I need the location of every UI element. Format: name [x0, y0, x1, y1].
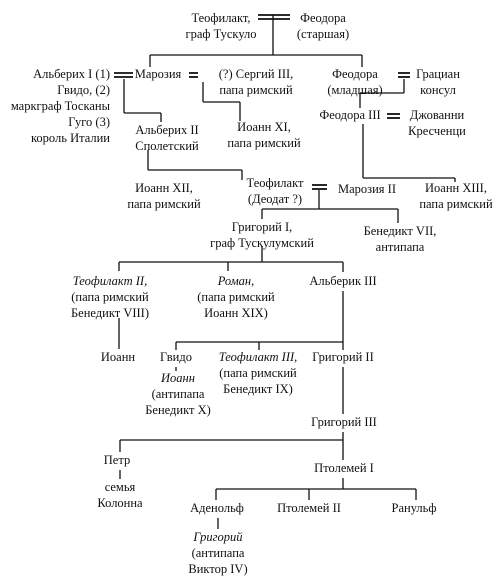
- person-alberik3: Альберик III: [309, 274, 376, 288]
- person-label-line: Бенедикт IX): [223, 382, 293, 396]
- person-label-line: Феодора III: [319, 108, 380, 122]
- person-petr: Петр: [104, 453, 130, 467]
- person-label-line: (папа римский: [219, 366, 297, 380]
- person-ioann12: Иоанн XII, папа римский: [127, 181, 201, 211]
- person-gracian: Грациан консул: [416, 67, 460, 97]
- person-sergii3: (?) Сергий III, папа римский: [219, 67, 294, 97]
- person-teofilakt-deodat: Теофилакт (Деодат ?): [247, 176, 304, 206]
- person-label-line: Марозия: [135, 67, 182, 81]
- person-label-line: папа римский: [127, 197, 201, 211]
- person-label-line: (антипапа: [152, 387, 205, 401]
- person-label-line: Теофилакт: [247, 176, 304, 190]
- person-label-line: Григорий: [192, 530, 243, 544]
- person-benedikt7: Бенедикт VII, антипапа: [364, 224, 437, 254]
- person-label-line: король Италии: [31, 131, 110, 145]
- person-label-line: маркграф Тосканы: [11, 99, 111, 113]
- person-label-line: Бенедикт VII,: [364, 224, 437, 238]
- person-label-line: Иоанн XII,: [135, 181, 193, 195]
- person-label-line: Иоанн XI,: [237, 120, 291, 134]
- person-label-line: Альберих II: [135, 123, 198, 137]
- person-label-line: семья: [105, 480, 136, 494]
- person-label-line: Бенедикт VIII): [71, 306, 149, 320]
- person-label-line: Григорий III: [311, 415, 377, 429]
- person-label-line: Теофилакт III,: [219, 350, 298, 364]
- person-label-line: Петр: [104, 453, 130, 467]
- person-ioann13: Иоанн XIII, папа римский: [419, 181, 493, 211]
- person-label-line: (?) Сергий III,: [219, 67, 294, 81]
- person-label-line: Аденольф: [190, 501, 244, 515]
- person-label-line: Григорий II: [312, 350, 374, 364]
- person-label-line: Гвидо, (2): [57, 83, 110, 97]
- person-alberih2: Альберих II Сполетский: [135, 123, 199, 153]
- person-label-line: антипапа: [376, 240, 425, 254]
- person-adenolf: Аденольф: [190, 501, 244, 515]
- person-label-line: (Деодат ?): [248, 192, 302, 206]
- person-label-line: Грациан: [416, 67, 460, 81]
- person-label-line: Феодора: [300, 11, 346, 25]
- person-label-line: Гвидо: [160, 350, 192, 364]
- person-grigorii2: Григорий II: [312, 350, 374, 364]
- person-label-line: Иоанн XIII,: [425, 181, 487, 195]
- person-feodora3: Феодора III: [319, 108, 380, 122]
- person-label-line: Гуго (3): [68, 115, 110, 129]
- person-marozia2: Марозия II: [338, 182, 396, 196]
- person-alberih1: Альберих I (1) Гвидо, (2) маркграф Тосканы…: [11, 67, 111, 145]
- person-label-line: Теофилакт,: [191, 11, 250, 25]
- person-label-line: (папа римский: [71, 290, 149, 304]
- person-label-line: (старшая): [297, 27, 349, 41]
- person-label-line: Бенедикт X): [145, 403, 211, 417]
- person-label-line: граф Тускуло: [185, 27, 256, 41]
- person-label-line: Роман,: [217, 274, 255, 288]
- person-label-line: Иоанн: [160, 371, 195, 385]
- person-teofilakt-tusculo: Теофилакт, граф Тускуло: [185, 11, 256, 41]
- person-label-line: папа римский: [227, 136, 301, 150]
- person-label-line: Феодора: [332, 67, 378, 81]
- person-grigorii1: Григорий I, граф Тускулумский: [210, 220, 314, 250]
- person-label-line: граф Тускулумский: [210, 236, 314, 250]
- person-label-line: Сполетский: [135, 139, 199, 153]
- person-gvido: Гвидо: [160, 350, 192, 364]
- person-ptolemei1: Птолемей I: [314, 461, 374, 475]
- person-label-line: консул: [420, 83, 456, 97]
- person-ranulf: Ранульф: [392, 501, 437, 515]
- person-label-line: Птолемей II: [277, 501, 341, 515]
- person-label-line: Ранульф: [392, 501, 437, 515]
- person-label-line: Виктор IV): [188, 562, 247, 576]
- person-label-line: папа римский: [219, 83, 293, 97]
- person-ioann11: Иоанн XI, папа римский: [227, 120, 301, 150]
- person-label-line: Альберик III: [309, 274, 376, 288]
- person-ptolemei2: Птолемей II: [277, 501, 341, 515]
- person-marozia: Марозия: [135, 67, 182, 81]
- person-label-line: Альберих I (1): [33, 67, 110, 81]
- person-feodora-ml: Феодора (младшая): [327, 67, 382, 97]
- person-label-line: (антипапа: [192, 546, 245, 560]
- person-label-line: Птолемей I: [314, 461, 374, 475]
- person-feodora-st: Феодора (старшая): [297, 11, 349, 41]
- person-ioann: Иоанн: [101, 350, 136, 364]
- person-label-line: Теофилакт II,: [73, 274, 147, 288]
- person-label-line: папа римский: [419, 197, 493, 211]
- person-label-line: Джованни: [410, 108, 465, 122]
- person-grigorii3: Григорий III: [311, 415, 377, 429]
- person-label-line: Колонна: [97, 496, 143, 510]
- person-label-line: (папа римский: [197, 290, 275, 304]
- person-label-line: Григорий I,: [232, 220, 293, 234]
- person-label-line: Иоанн: [101, 350, 136, 364]
- person-label-line: Кресченци: [408, 124, 466, 138]
- person-label-line: Марозия II: [338, 182, 396, 196]
- person-label-line: Иоанн XIX): [204, 306, 268, 320]
- person-label-line: (младшая): [327, 83, 382, 97]
